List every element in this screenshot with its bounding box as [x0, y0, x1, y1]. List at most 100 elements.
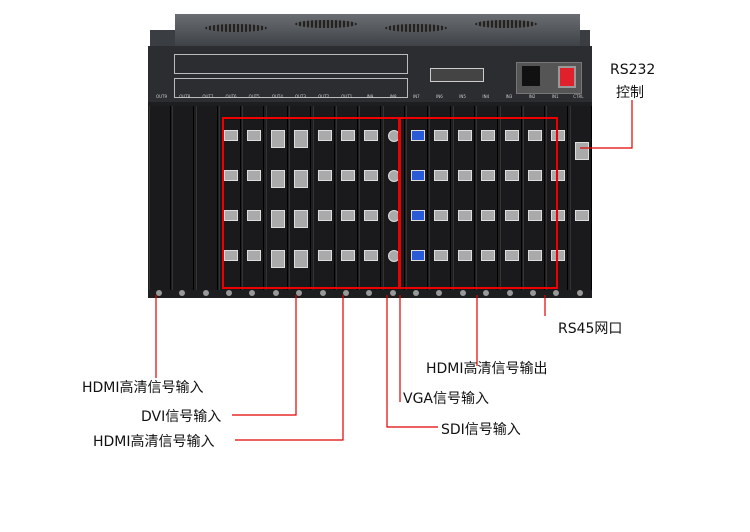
screw [156, 290, 162, 296]
slot-label: IN6 [436, 94, 443, 99]
screw [413, 290, 420, 296]
fan-vent [205, 24, 267, 32]
screw [483, 290, 490, 296]
hdmi-port [247, 250, 262, 261]
power-switch [558, 66, 576, 88]
hdmi-port [340, 210, 355, 221]
slot-label: OUT5 [248, 94, 260, 99]
output-cards-highlight [399, 117, 558, 289]
vga-port [411, 250, 426, 261]
io-card-slot [406, 106, 429, 290]
io-card-slot [522, 106, 545, 290]
io-card-slot [476, 106, 499, 290]
screw [506, 290, 513, 296]
slot-label: IN4 [482, 94, 490, 99]
slot-label: CTRL [573, 94, 584, 99]
fan-vent [385, 24, 447, 32]
rs232-leader [580, 100, 633, 149]
vga-port [411, 210, 426, 221]
screw [226, 290, 233, 296]
hdmi-port [317, 170, 332, 181]
slot-label: OUT9 [156, 94, 168, 99]
hdmi-port [527, 250, 542, 261]
hdmi-port [527, 210, 542, 221]
slot-label: OUT2 [318, 94, 330, 99]
io-card-slot [219, 106, 242, 290]
hdmi-port [504, 130, 519, 141]
spec-table [174, 78, 408, 98]
hdmi-port [364, 130, 379, 141]
screw [389, 290, 396, 296]
hdmi-port [340, 170, 355, 181]
hdmi-port [434, 210, 449, 221]
vga-port [411, 170, 426, 181]
vga-port [411, 130, 426, 141]
hdmi-port [364, 250, 379, 261]
hdmi-port [224, 170, 239, 181]
hdmi-input-2-leader [235, 295, 344, 441]
hdmi-port [317, 250, 332, 261]
spec-table [174, 54, 408, 74]
slot-label: IN3 [505, 94, 513, 99]
power-socket [522, 66, 540, 86]
dvi-port [270, 210, 285, 228]
fan-vent [475, 20, 537, 28]
rs232-label: RS232 [610, 62, 656, 78]
screw [179, 290, 186, 296]
screw [272, 290, 279, 296]
dvi-port [294, 250, 309, 268]
caution-label [430, 68, 484, 82]
io-card-slot [172, 106, 195, 290]
io-card-slot [312, 106, 335, 290]
dvi-port [270, 250, 285, 268]
slot-label: OUT7 [202, 94, 214, 99]
hdmi-input-1-label: HDMI高清信号输入 [82, 380, 204, 396]
dvi-port [294, 170, 309, 188]
hdmi-port [224, 130, 239, 141]
hdmi-port [504, 210, 519, 221]
slot-label: OUT4 [271, 94, 283, 99]
slot-label: IN1 [551, 94, 559, 99]
hdmi-input-2-label: HDMI高清信号输入 [93, 434, 215, 450]
rs232-label-control: 控制 [616, 85, 644, 101]
rj45-port [574, 210, 589, 221]
screw [342, 290, 349, 296]
hdmi-port [340, 250, 355, 261]
slot-label: OUT8 [179, 94, 191, 99]
hdmi-port [504, 170, 519, 181]
io-card-slot [195, 106, 218, 290]
hdmi-port [434, 170, 449, 181]
hdmi-port [457, 210, 472, 221]
io-card-slot [359, 106, 382, 290]
io-card-slot [429, 106, 452, 290]
hdmi-port [224, 250, 239, 261]
slot-label: IN5 [459, 94, 466, 99]
hdmi-port [317, 210, 332, 221]
hdmi-port [481, 250, 496, 261]
io-card-slot [499, 106, 522, 290]
slot-label: OUT6 [225, 94, 237, 99]
hdmi-port [457, 130, 472, 141]
screw [202, 290, 209, 296]
slot-label: OUT3 [294, 94, 307, 99]
rs232-port [574, 142, 589, 160]
slot-label: OUT1 [341, 94, 353, 99]
chassis-top-cover [175, 14, 580, 48]
io-card-slot [335, 106, 358, 290]
dvi-port [270, 170, 285, 188]
hdmi-port [527, 170, 542, 181]
chassis-front-panel [148, 46, 592, 102]
io-card-slot [289, 106, 312, 290]
dvi-port [270, 130, 285, 148]
slot-label: IN2 [528, 94, 536, 99]
vga-input-label: VGA信号输入 [403, 391, 490, 407]
hdmi-port [457, 250, 472, 261]
hdmi-port [434, 130, 449, 141]
screw [529, 290, 536, 296]
hdmi-port [247, 210, 262, 221]
hdmi-port [317, 130, 332, 141]
screw [366, 290, 373, 296]
